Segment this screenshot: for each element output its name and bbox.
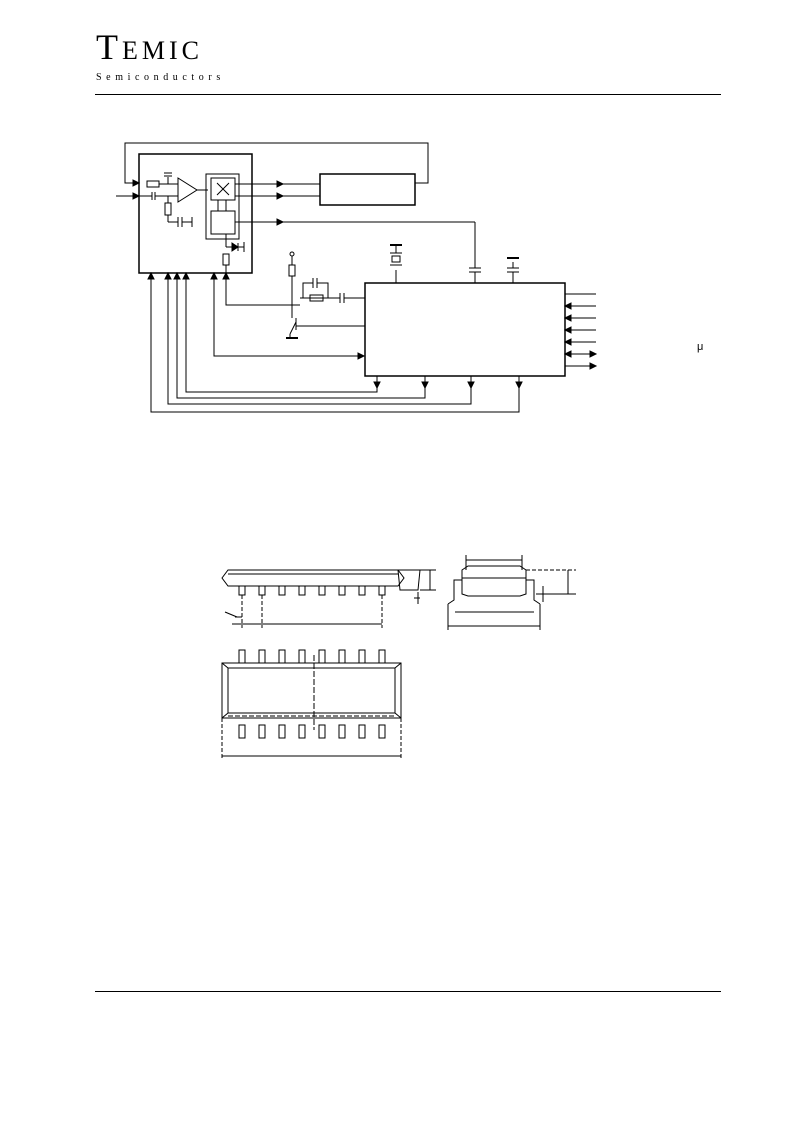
top-view-leads-lower <box>238 724 386 739</box>
header-rule <box>95 94 721 95</box>
logo-wordmark: TEMIC <box>96 29 225 65</box>
side-view-leads <box>238 585 386 596</box>
logo-subtitle: Semiconductors <box>96 72 225 83</box>
logo-rest: EMIC <box>122 36 203 65</box>
footer-rule <box>95 991 721 992</box>
micro-symbol: μ <box>697 341 704 353</box>
temic-logo: TEMIC Semiconductors <box>96 29 225 83</box>
logo-first-letter: T <box>96 27 122 67</box>
filter-block <box>319 173 416 206</box>
top-view-leads-upper <box>238 649 386 664</box>
receiver-ic-block <box>138 153 253 274</box>
